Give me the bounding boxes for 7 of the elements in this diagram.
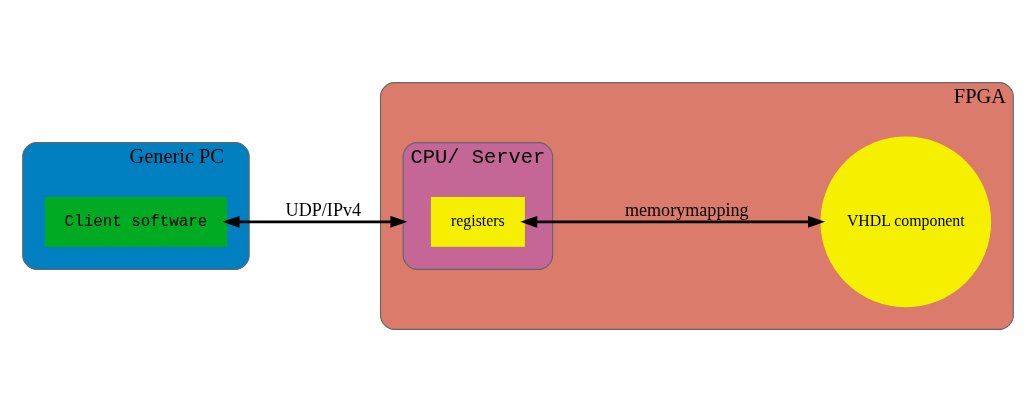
arrow — [520, 215, 826, 228]
edge-label: UDP/IPv4 — [285, 199, 362, 220]
edge-label: memorymapping — [624, 199, 749, 220]
arrow — [222, 215, 408, 228]
node-box: registers — [430, 196, 525, 247]
node-box: Client software — [44, 196, 228, 247]
node-circle: VHDL component — [820, 136, 992, 307]
